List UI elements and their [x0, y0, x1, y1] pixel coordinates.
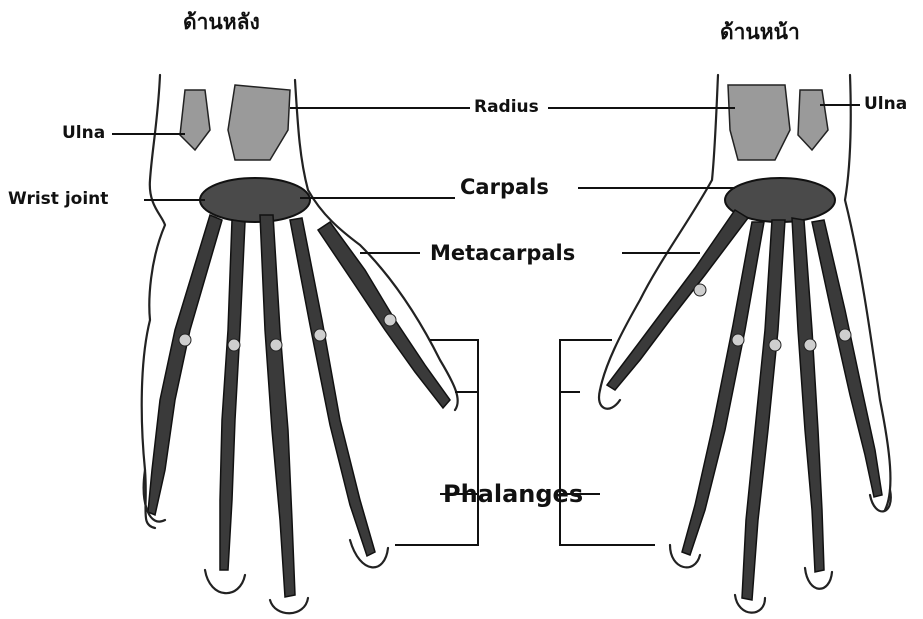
label-carpals: Carpals: [460, 177, 549, 198]
left-knuckle-3: [270, 339, 282, 351]
right-knuckle-3: [769, 339, 781, 351]
left-finger-2: [220, 220, 245, 570]
title-back-view: ด้านหลัง: [183, 12, 260, 33]
left-knuckle-2: [228, 339, 240, 351]
right-hand-front-view: [599, 75, 891, 613]
left-knuckle-5: [384, 314, 396, 326]
left-carpals: [200, 178, 310, 222]
left-knuckle-4: [314, 329, 326, 341]
right-knuckle-2: [732, 334, 744, 346]
right-knuckle-4: [804, 339, 816, 351]
left-ulna-bone: [180, 90, 210, 150]
right-radius-bone: [728, 85, 790, 160]
left-radius-bone: [228, 85, 290, 160]
right-finger-4: [812, 220, 882, 497]
label-metacarpals: Metacarpals: [430, 243, 575, 264]
label-phalanges: Phalanges: [443, 482, 583, 506]
title-front-view: ด้านหน้า: [720, 22, 800, 43]
label-radius: Radius: [474, 99, 539, 116]
label-wrist-joint: Wrist joint: [8, 191, 108, 208]
label-ulna-right: Ulna: [864, 96, 907, 113]
left-finger-1: [148, 215, 222, 515]
left-hand-back-view: [142, 75, 458, 613]
right-finger-3: [792, 218, 824, 572]
leader-phalanges-left: [395, 340, 478, 545]
label-ulna-left: Ulna: [62, 125, 105, 142]
left-knuckle-1: [179, 334, 191, 346]
right-forearm-outline: [600, 75, 718, 390]
leader-phalanges-right: [560, 340, 655, 545]
left-finger-3: [260, 215, 295, 597]
right-knuckle-1: [694, 284, 706, 296]
right-ulna-bone: [798, 90, 828, 150]
right-knuckle-5: [839, 329, 851, 341]
